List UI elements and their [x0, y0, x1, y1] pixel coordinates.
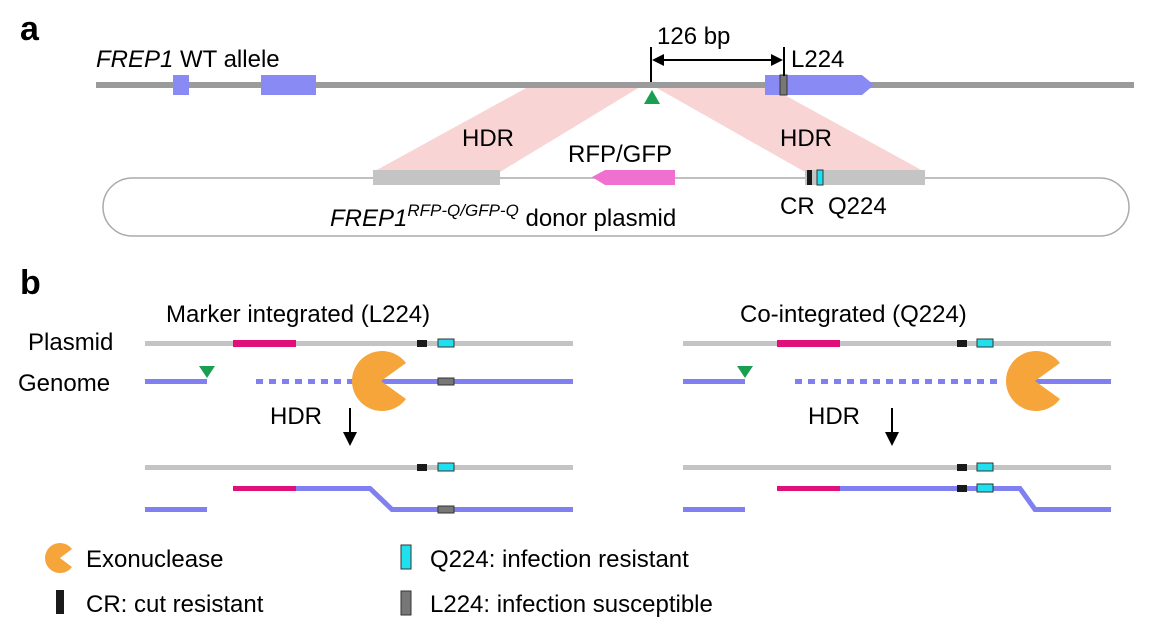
right-plasmid-q224: [976, 338, 994, 348]
cr-label: CR: [780, 193, 815, 220]
legend-q224-label: Q224: infection resistant: [430, 546, 689, 573]
right-result-plasmid-line: [683, 465, 1111, 470]
panel-b-label: b: [20, 264, 41, 302]
hdr-region-right: [655, 87, 925, 172]
right-hdr-arrowhead: [885, 432, 899, 446]
legend-l224-icon: [400, 590, 412, 616]
q224-mark: [816, 169, 824, 186]
right-exonuclease-icon: [1006, 351, 1060, 411]
left-cut-site: [199, 366, 215, 378]
genome-line: [96, 82, 1134, 88]
plasmid-label: FREP1RFP-Q/GFP-Q donor plasmid: [330, 201, 676, 232]
exon-2: [261, 75, 316, 95]
exon-1: [173, 75, 189, 95]
right-plasmid-line: [683, 341, 1111, 346]
left-result-marker: [233, 486, 296, 491]
cut-site-marker: [644, 90, 660, 104]
plasmid-homology-left: [373, 170, 500, 185]
distance-arrowhead-left: [652, 54, 664, 66]
legend-cr-label: CR: cut resistant: [86, 591, 264, 618]
left-plasmid-marker: [233, 340, 296, 347]
left-result-plasmid-q224: [437, 462, 455, 472]
right-result-genome-cr: [957, 485, 967, 492]
right-genome-segment-1: [683, 379, 745, 384]
left-result-genome-left: [145, 507, 207, 512]
l224-label: L224: [791, 46, 844, 73]
left-result-genome-l224: [437, 505, 455, 514]
left-plasmid-line: [145, 341, 573, 346]
left-plasmid-q224: [437, 338, 455, 348]
marker-cassette-arrow: [592, 170, 675, 185]
panel-a-label: a: [20, 10, 40, 48]
allele-label: FREP1 WT allele: [96, 46, 280, 73]
legend: Exonuclease CR: cut resistant Q224: infe…: [45, 543, 713, 618]
left-exonuclease-icon: [351, 351, 406, 412]
right-result-genome-crossover: [840, 486, 1111, 512]
cr-mark: [807, 170, 812, 185]
right-result-marker: [777, 486, 840, 491]
left-plasmid-cr: [417, 340, 427, 347]
left-result-genome-crossover: [296, 486, 573, 512]
right-result-genome-left: [683, 507, 745, 512]
right-cut-site: [737, 366, 753, 378]
legend-q224-icon: [400, 544, 412, 570]
right-result-genome-q224: [976, 483, 994, 493]
row-label-genome: Genome: [18, 370, 110, 397]
left-genome-l224: [437, 377, 455, 386]
plasmid-homology-right: [805, 170, 925, 185]
left-genome-segment-2: [380, 379, 573, 384]
marker-label: RFP/GFP: [568, 141, 672, 168]
left-result-plasmid-line: [145, 465, 573, 470]
right-plasmid-marker: [777, 340, 840, 347]
hdr-label-left: HDR: [462, 125, 514, 152]
left-result-plasmid-cr: [417, 464, 427, 471]
right-scenario: HDR: [683, 338, 1111, 512]
l224-mark: [779, 74, 788, 96]
left-genome-segment-1: [145, 379, 207, 384]
exon-3-arrow: [765, 75, 874, 95]
distance-label: 126 bp: [657, 23, 730, 50]
left-hdr-label: HDR: [270, 403, 322, 430]
row-label-plasmid: Plasmid: [28, 329, 113, 356]
right-result-plasmid-cr: [957, 464, 967, 471]
legend-exonuclease-label: Exonuclease: [86, 546, 223, 573]
right-plasmid-cr: [957, 340, 967, 347]
right-hdr-label: HDR: [808, 403, 860, 430]
distance-arrowhead-right: [771, 54, 783, 66]
left-scenario-title: Marker integrated (L224): [166, 301, 430, 328]
legend-l224-label: L224: infection susceptible: [430, 591, 713, 618]
left-scenario: HDR: [145, 338, 573, 514]
right-scenario-title: Co-integrated (Q224): [740, 301, 967, 328]
legend-cr-icon: [56, 590, 64, 614]
left-hdr-arrowhead: [343, 432, 357, 446]
q224-label: Q224: [828, 193, 887, 220]
legend-exonuclease-icon: [45, 543, 72, 574]
right-result-plasmid-q224: [976, 462, 994, 472]
right-genome-segment-2: [1035, 379, 1111, 384]
hdr-label-right: HDR: [780, 125, 832, 152]
hdr-region-left: [373, 87, 640, 172]
